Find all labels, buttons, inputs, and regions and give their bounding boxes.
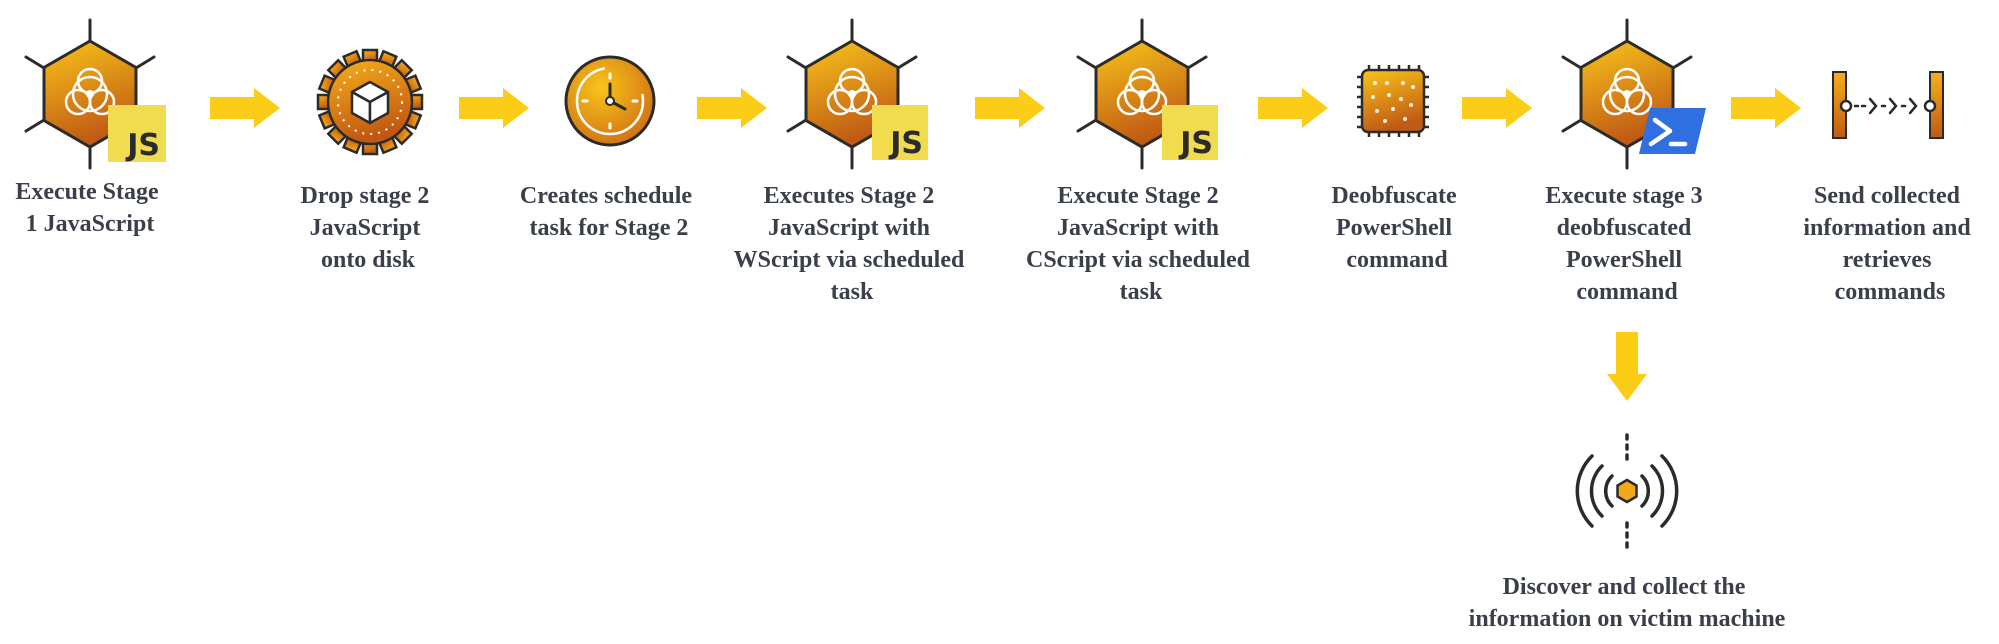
cube-icon <box>350 80 390 125</box>
step-9-icon <box>1575 433 1679 549</box>
arrow-step7-to-step9 <box>1607 332 1647 401</box>
chip-icon <box>1357 65 1429 137</box>
step-7-icon <box>1561 18 1706 170</box>
arrow-step2-to-step3 <box>459 88 529 128</box>
step-6-icon <box>1357 65 1429 137</box>
arrow-step3-to-step4 <box>697 88 767 128</box>
step-5-icon: JS <box>1076 18 1218 170</box>
step-2-label: Drop stage 2 JavaScript onto disk <box>301 183 436 273</box>
arrow-step6-to-step7 <box>1462 88 1532 128</box>
arrow-step1-to-step2 <box>210 88 280 128</box>
flow-arrows <box>210 88 1801 401</box>
js-badge: JS <box>1162 105 1218 161</box>
step-1-label: Execute Stage 1 JavaScript <box>15 179 164 237</box>
svg-text:JS: JS <box>1178 126 1213 161</box>
step-3-icon <box>564 55 656 147</box>
step-8-label: Send collected information and retrieves… <box>1803 183 1976 305</box>
step-4-icon: JS <box>786 18 928 170</box>
step-2-icon <box>316 48 424 156</box>
js-badge: JS <box>108 105 166 163</box>
step-7-label: Execute stage 3 deobfuscated PowerShell … <box>1545 183 1708 305</box>
arrow-step7-to-step8 <box>1731 88 1801 128</box>
step-1-icon: JS <box>24 18 166 170</box>
signal-broadcast-icon <box>1575 433 1679 549</box>
step-8-icon <box>1832 71 1944 139</box>
step-labels: Execute Stage 1 JavaScript Drop stage 2 … <box>15 179 1976 632</box>
svg-text:JS: JS <box>125 128 160 163</box>
biohazard-icon <box>24 18 156 170</box>
step-4-label: Executes Stage 2 JavaScript with WScript… <box>734 183 971 305</box>
step-9-label: Discover and collect the information on … <box>1469 574 1786 632</box>
data-transfer-icon <box>1832 71 1944 139</box>
arrow-step4-to-step5 <box>975 88 1045 128</box>
js-badge: JS <box>872 105 928 161</box>
arrow-step5-to-step6 <box>1258 88 1328 128</box>
powershell-icon <box>1639 108 1706 154</box>
step-5-label: Execute Stage 2 JavaScript with CScript … <box>1026 183 1256 305</box>
svg-text:JS: JS <box>888 126 923 161</box>
clock-icon <box>564 55 656 147</box>
step-6-label: Deobfuscate PowerShell command <box>1331 183 1462 273</box>
step-3-label: Creates schedule task for Stage 2 <box>520 183 698 241</box>
